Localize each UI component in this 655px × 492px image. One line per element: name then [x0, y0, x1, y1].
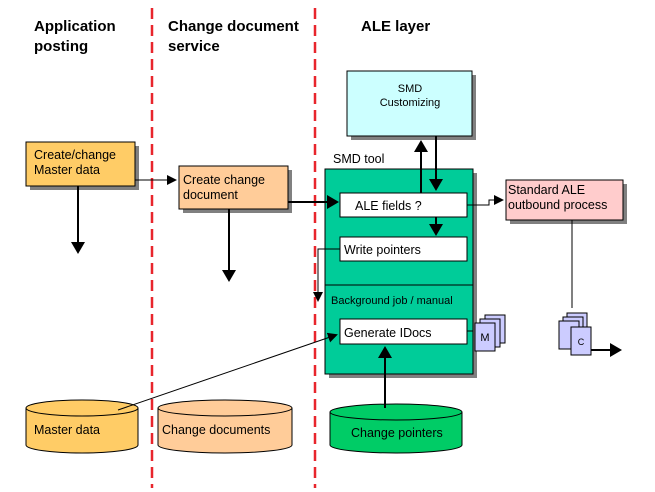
- change-pointers-label: Change pointers: [351, 426, 443, 440]
- background-job-label: Background job / manual: [331, 295, 453, 307]
- arrow-alefields-to-standard-ale: [467, 195, 504, 206]
- header-change-document-line1: Change document: [168, 18, 299, 35]
- write-pointers-box: Write pointers: [339, 236, 468, 262]
- change-pointers-database: Change pointers: [329, 403, 463, 454]
- arrow-masterdata-to-generate: [117, 332, 338, 411]
- ale-fields-label: ALE fields ?: [355, 199, 422, 213]
- create-change-master-label-line1: Create/change: [34, 148, 116, 162]
- generate-idocs-box: Generate IDocs: [339, 318, 468, 345]
- smd-customizing-label-line2: Customizing: [380, 97, 441, 109]
- standard-ale-outbound-box: Standard ALE outbound process: [505, 179, 627, 224]
- create-change-document-box: Create change document: [178, 165, 292, 213]
- header-change-document-line2: service: [168, 38, 220, 55]
- smd-customizing-label-line1: SMD: [398, 83, 423, 95]
- idoc-m-label: M: [480, 332, 489, 344]
- change-documents-label: Change documents: [162, 423, 270, 437]
- create-change-master-label-line2: Master data: [34, 163, 100, 177]
- header-application-posting-line1: Application: [34, 18, 116, 35]
- ale-fields-box: ALE fields ?: [339, 192, 468, 218]
- idoc-c-stack-icon: C: [558, 312, 592, 356]
- header-application-posting-line2: posting: [34, 38, 88, 55]
- header-ale-layer: ALE layer: [361, 18, 430, 35]
- smd-tool-label: SMD tool: [333, 152, 384, 166]
- standard-ale-label-line1: Standard ALE: [508, 183, 585, 197]
- create-change-document-label-line1: Create change: [183, 173, 265, 187]
- standard-ale-label-line2: outbound process: [508, 198, 607, 212]
- create-change-master-data-box: Create/change Master data: [25, 141, 139, 190]
- change-documents-database: Change documents: [157, 399, 293, 454]
- generate-idocs-label: Generate IDocs: [344, 326, 432, 340]
- arrow-writepointers-down: [313, 248, 340, 302]
- write-pointers-label: Write pointers: [344, 243, 421, 257]
- master-data-database: Master data: [25, 399, 139, 454]
- idoc-m-stack-icon: M: [474, 314, 506, 352]
- smd-customizing-box: SMD Customizing: [346, 70, 476, 140]
- master-data-label: Master data: [34, 423, 100, 437]
- create-change-document-label-line2: document: [183, 188, 238, 202]
- idoc-c-label: C: [578, 337, 585, 347]
